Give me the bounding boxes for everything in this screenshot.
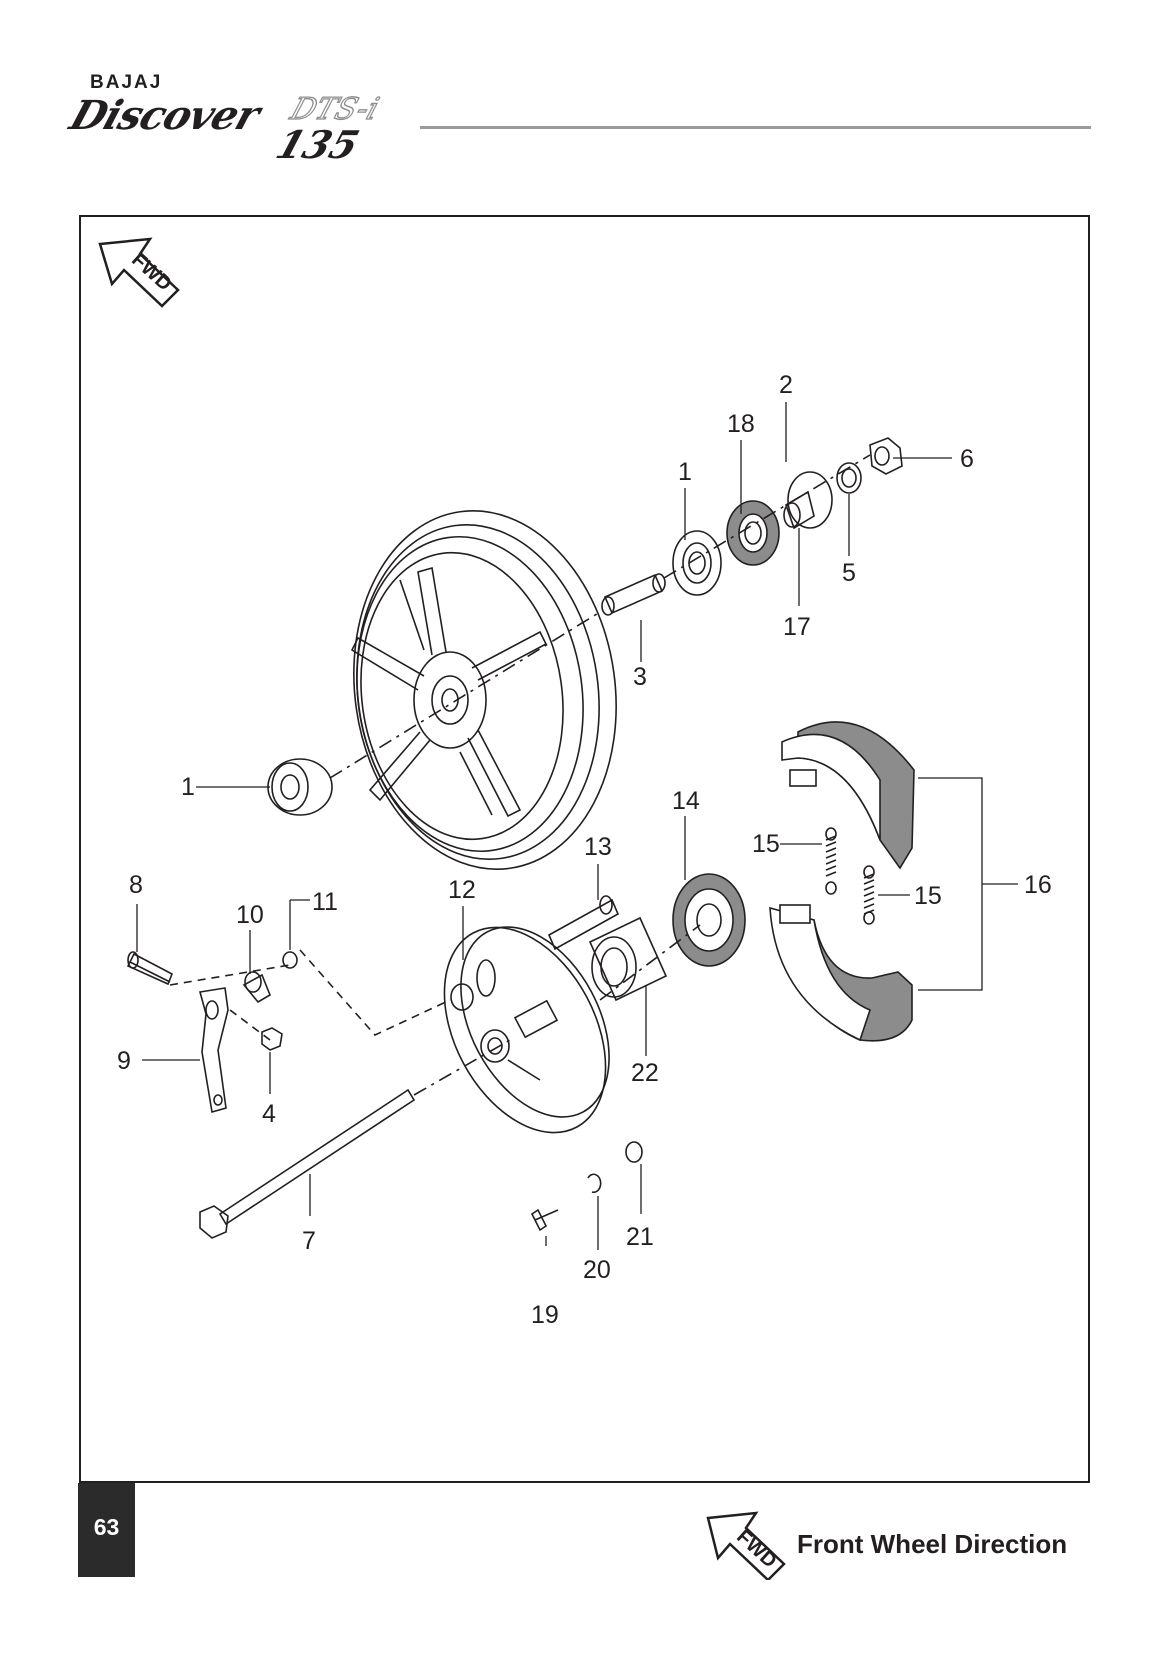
panel-screw [530, 1208, 559, 1232]
callout-18: 18 [727, 410, 755, 438]
callout-13: 13 [584, 833, 612, 861]
plate-washer [244, 971, 262, 993]
speedo-gear [547, 895, 620, 951]
callout-10: 10 [236, 901, 264, 929]
washer [836, 462, 862, 494]
page-number-box [78, 1483, 135, 1577]
bolt [126, 951, 174, 986]
axle-sleeve [601, 573, 666, 616]
lever-nut [261, 1027, 283, 1051]
wheel-rim [350, 510, 617, 870]
wheel-collar [783, 471, 833, 530]
exploded-diagram: FWD [98, 237, 1052, 1329]
brake-panel [443, 926, 610, 1134]
fwd-arrow-icon: FWD [98, 237, 180, 308]
callout-15-upper: 15 [752, 830, 780, 858]
axle-nut [869, 437, 903, 475]
brake-spring-upper [825, 827, 837, 895]
callout-11: 11 [312, 888, 338, 916]
bearing-right [672, 530, 722, 596]
brake-spring-lower [863, 865, 875, 925]
oil-seal [726, 500, 780, 566]
fwd-legend-icon: FWD [706, 1511, 786, 1580]
callout-8: 8 [129, 871, 143, 899]
brand-number-logo: 135 [270, 122, 365, 167]
brake-shoe-upper [781, 721, 915, 870]
brake-cam-lever [198, 987, 229, 1114]
callout-19: 19 [531, 1301, 559, 1329]
callout-17: 17 [783, 613, 811, 641]
callout-14: 14 [672, 787, 700, 815]
callout-5: 5 [842, 559, 856, 587]
speedo-drive [588, 916, 668, 1002]
callout-6: 6 [960, 445, 974, 473]
callout-1-left: 1 [181, 773, 195, 801]
header-rule [420, 126, 1091, 129]
brand-model-logo: Discover [64, 92, 265, 139]
callout-21: 21 [626, 1223, 654, 1251]
bearing-left [267, 758, 333, 816]
callout-3: 3 [633, 663, 647, 691]
callout-4: 4 [262, 1100, 276, 1128]
brake-shoe-lower [769, 904, 913, 1042]
callout-16: 16 [1024, 871, 1052, 899]
callout-20: 20 [583, 1256, 611, 1284]
circlip-small [282, 951, 298, 969]
leader-lines [136, 402, 1018, 1250]
brand-maker: BAJAJ [90, 72, 163, 93]
axle-shaft [199, 1088, 416, 1239]
callout-7: 7 [302, 1227, 316, 1255]
callout-2: 2 [779, 371, 793, 399]
callout-1-top: 1 [678, 458, 692, 486]
callout-12: 12 [448, 876, 476, 904]
diagram-frame [79, 215, 1090, 1483]
callout-15-lower: 15 [914, 882, 942, 910]
callout-22: 22 [631, 1059, 659, 1087]
callout-9: 9 [117, 1047, 131, 1075]
speedo-washer [625, 1141, 643, 1163]
page-number: 63 [93, 1514, 120, 1540]
legend-text: Front Wheel Direction [797, 1529, 1068, 1559]
oil-seal-panel [672, 873, 746, 967]
circlip [587, 1173, 602, 1194]
